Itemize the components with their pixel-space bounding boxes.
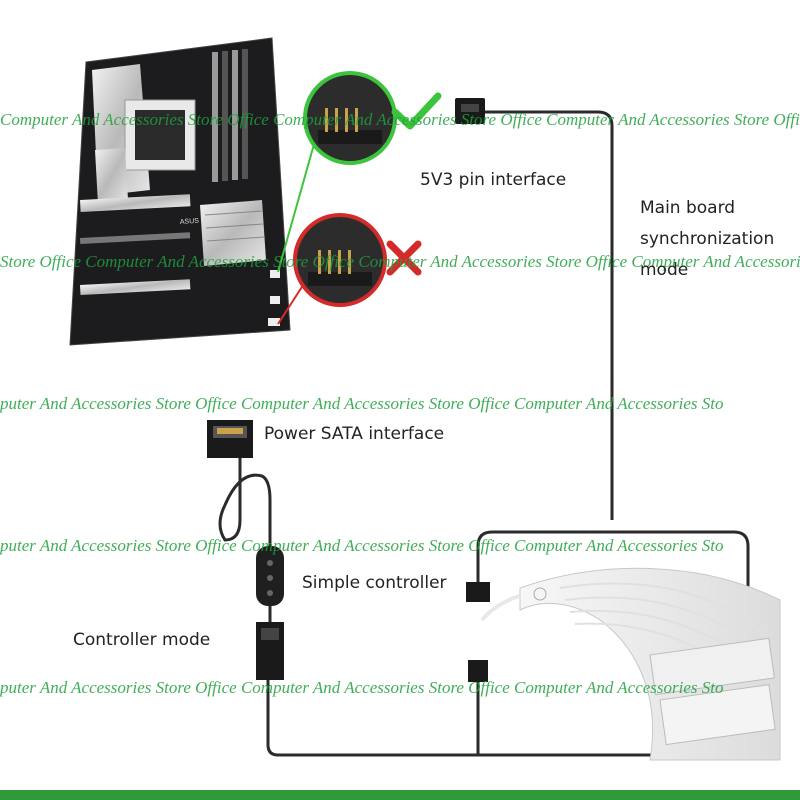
power-sata-label: Power SATA interface <box>264 424 445 444</box>
cable-lines <box>218 110 770 757</box>
watermark-row-5: puter And Accessories Store Office Compu… <box>0 678 724 697</box>
watermark-row-3: puter And Accessories Store Office Compu… <box>0 394 724 413</box>
simple-controller-device <box>256 546 284 606</box>
watermark-row-1: Computer And Accessories Store Office Co… <box>0 110 800 129</box>
simple-controller-label: Simple controller <box>302 573 447 593</box>
5v3-pin-connector <box>455 98 485 124</box>
cross-icon <box>386 240 422 276</box>
wrong-header-callout <box>293 213 387 307</box>
main-board-label-line3: mode <box>640 260 689 280</box>
hub-connector-left <box>466 582 490 602</box>
controller-mode-connector <box>256 622 284 680</box>
brand-bottom-bar <box>0 790 800 800</box>
white-psu-cable <box>480 567 781 761</box>
main-board-label-line1: Main board <box>640 198 736 218</box>
watermark-row-2: Store Office Computer And Accessories St… <box>0 252 800 271</box>
watermark-row-4: puter And Accessories Store Office Compu… <box>0 536 724 555</box>
sata-power-connector <box>207 420 253 458</box>
green-pointer-line <box>277 129 319 273</box>
bus-connector-mid <box>468 660 488 682</box>
controller-mode-label: Controller mode <box>73 630 211 650</box>
board-logo: ASUS <box>180 218 200 226</box>
check-icon <box>391 92 442 130</box>
main-board-label-line2: synchronization <box>640 229 775 249</box>
pin-interface-label: 5V3 pin interface <box>420 170 567 190</box>
correct-header-callout <box>303 71 397 165</box>
motherboard-image: ASUS <box>69 37 291 346</box>
